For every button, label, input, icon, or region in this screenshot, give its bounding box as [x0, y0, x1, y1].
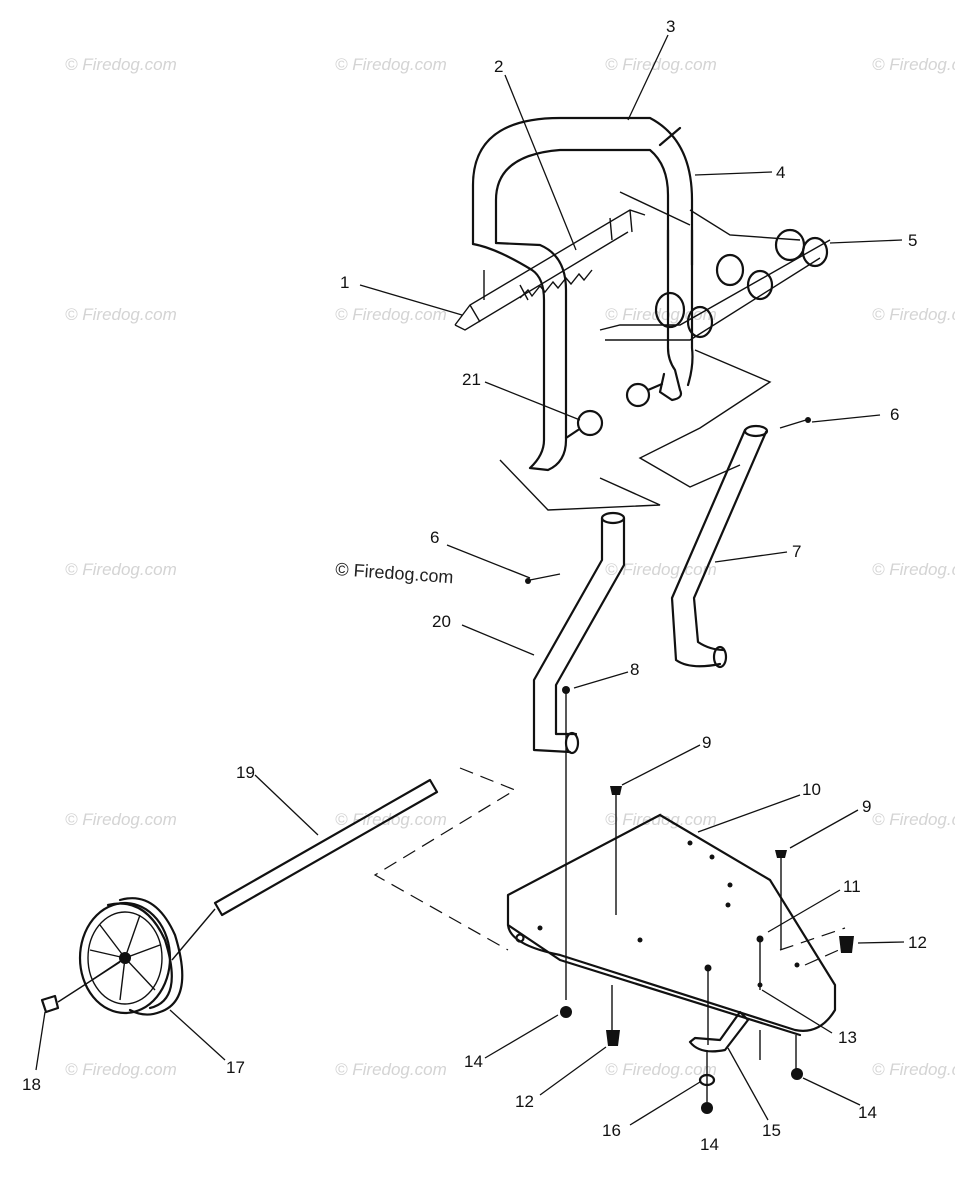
tube-end — [564, 731, 580, 755]
rubber-foot-left — [606, 1030, 620, 1046]
watermark: © Firedog.com — [65, 55, 177, 74]
right-upright-tube — [658, 228, 694, 402]
callout-8: 8 — [630, 660, 639, 679]
knob-right — [625, 382, 664, 408]
base-plate-holes — [515, 840, 800, 988]
screw-left — [529, 573, 561, 581]
watermark: © Firedog.com — [65, 305, 177, 324]
bolt-head — [562, 686, 570, 694]
watermark: © Firedog.com — [872, 560, 955, 579]
watermark: © Firedog.com — [872, 305, 955, 324]
left-upright-tube — [471, 241, 568, 472]
wheel — [78, 897, 184, 1016]
callout-20: 20 — [432, 612, 451, 631]
tube-end — [712, 645, 728, 669]
base-alignment-dashes — [779, 927, 851, 966]
nut-left — [560, 1006, 572, 1018]
rubber-foot-right — [839, 936, 854, 953]
left-hose-hanger — [454, 209, 646, 331]
tube-end — [743, 424, 769, 438]
watermark: © Firedog.com — [65, 1060, 177, 1079]
callout-14-right: 14 — [858, 1103, 877, 1122]
copyright-label: © Firedog.com — [335, 559, 454, 587]
watermark: © Firedog.com — [65, 560, 177, 579]
callout-15: 15 — [762, 1121, 781, 1140]
watermark-grid: © Firedog.com © Firedog.com © Firedog.co… — [65, 55, 955, 1079]
callout-13: 13 — [838, 1028, 857, 1047]
callout-17: 17 — [226, 1058, 245, 1077]
callout-14-bottom: 14 — [700, 1135, 719, 1154]
right-lower-tube — [670, 428, 768, 668]
callout-16: 16 — [602, 1121, 621, 1140]
watermark: © Firedog.com — [605, 810, 717, 829]
screw-head — [525, 578, 531, 584]
watermark: © Firedog.com — [335, 305, 447, 324]
callout-14-left: 14 — [464, 1052, 483, 1071]
bolt-11-head — [756, 935, 764, 943]
watermark: © Firedog.com — [335, 1060, 447, 1079]
handle-top-loop — [471, 116, 694, 267]
bolt-9-head — [610, 786, 622, 795]
bolt-9b-head — [775, 850, 787, 858]
hanger-spring — [519, 269, 593, 299]
callout-12-left: 12 — [515, 1092, 534, 1111]
callout-12-right: 12 — [908, 933, 927, 952]
alignment-frame-upper-right — [619, 191, 772, 488]
watermark: © Firedog.com — [335, 55, 447, 74]
callout-4: 4 — [776, 163, 785, 182]
callout-10: 10 — [802, 780, 821, 799]
callout-7: 7 — [792, 542, 801, 561]
callout-9-left: 9 — [702, 733, 711, 752]
callout-3: 3 — [666, 17, 675, 36]
watermark: © Firedog.com — [872, 1060, 955, 1079]
callout-9-right: 9 — [862, 797, 871, 816]
callout-numbers: 1 2 3 4 5 6 6 7 8 9 9 10 11 12 12 13 14 … — [22, 17, 927, 1154]
callout-2: 2 — [494, 57, 503, 76]
left-lower-tube — [532, 516, 626, 754]
nut-bottom — [701, 1102, 713, 1114]
callout-21: 21 — [462, 370, 481, 389]
watermark: © Firedog.com — [872, 55, 955, 74]
axle-alignment-dashes — [373, 767, 517, 951]
callout-11: 11 — [843, 877, 861, 896]
watermark: © Firedog.com — [65, 810, 177, 829]
screw-head — [805, 417, 811, 423]
axle — [213, 778, 439, 917]
callout-6-right: 6 — [890, 405, 899, 424]
callout-19: 19 — [236, 763, 255, 782]
tube-end — [600, 511, 626, 525]
watermark: © Firedog.com — [872, 810, 955, 829]
watermark: © Firedog.com — [605, 560, 717, 579]
base-plate — [506, 813, 837, 1037]
knob-left — [564, 409, 604, 440]
callout-1: 1 — [340, 273, 349, 292]
screw-right — [779, 419, 807, 429]
nut-right — [791, 1068, 803, 1080]
hub-cap-guide — [57, 961, 121, 1003]
callout-5: 5 — [908, 231, 917, 250]
bracket — [688, 1010, 750, 1053]
gun-holder-rings — [654, 228, 829, 339]
handle-top-joint — [658, 126, 682, 147]
watermark: © Firedog.com — [605, 1060, 717, 1079]
callout-18: 18 — [22, 1075, 41, 1094]
alignment-frame-upper-left — [483, 270, 661, 511]
hub-cap — [40, 994, 60, 1014]
watermark: © Firedog.com — [605, 55, 717, 74]
bolt-13-head — [704, 964, 712, 972]
callout-6-left: 6 — [430, 528, 439, 547]
callout-leaders — [35, 34, 905, 1126]
